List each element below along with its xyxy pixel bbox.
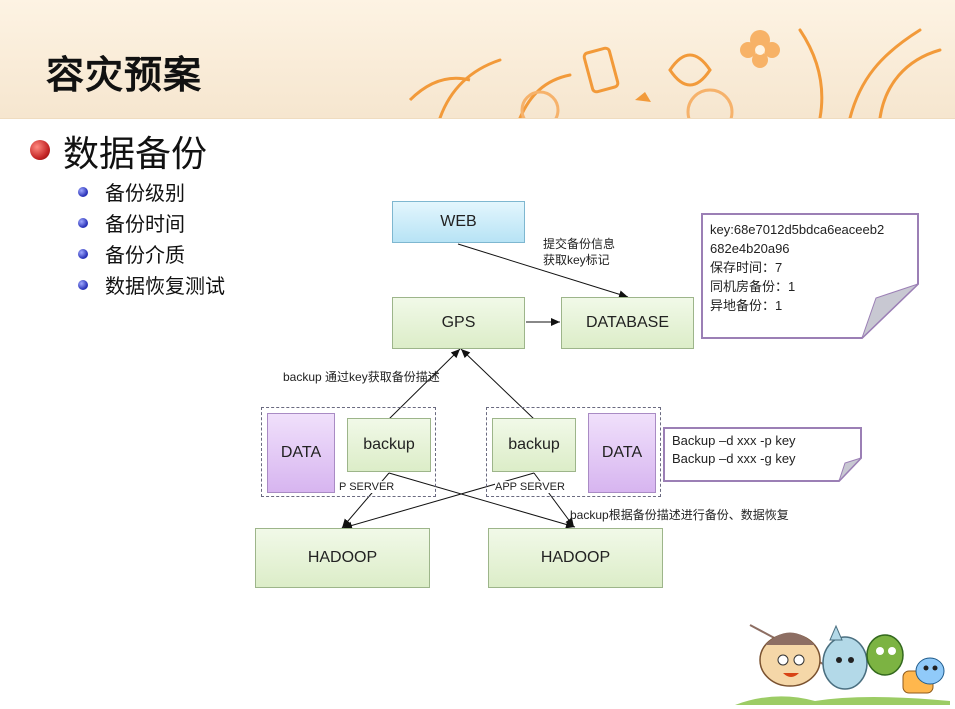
- command-note-shape: [663, 427, 862, 482]
- annotation-backup-to-hadoop: backup根据备份描述进行备份、数据恢复: [570, 508, 789, 522]
- backup-node-right: backup: [492, 418, 576, 472]
- key-info-note: key:68e7012d5bdca6eaceeb2 682e4b20a96 保存…: [710, 220, 884, 315]
- backup-node-left-label: backup: [363, 436, 415, 453]
- sub-bullet-text: 备份介质: [105, 245, 185, 267]
- app-server-group-left: [261, 407, 436, 497]
- note-line: 保存时间：7: [710, 260, 783, 275]
- arrow-backup-left-to-hadoop-right: [388, 472, 576, 529]
- main-bullet-text: 数据备份: [63, 133, 208, 174]
- web-node: WEB: [392, 201, 525, 243]
- slide-header: 容灾预案: [0, 0, 955, 119]
- annotation-line: 获取key标记: [543, 253, 610, 267]
- sub-bullet-item: 数据恢复测试: [78, 269, 225, 300]
- hadoop-node-left: HADOOP: [255, 528, 430, 588]
- main-bullet-icon: [30, 140, 50, 160]
- sub-bullet-list: 备份级别 备份时间 备份介质 数据恢复测试: [78, 176, 225, 300]
- note-line: 同机房备份：1: [710, 279, 796, 294]
- sub-bullet-text: 备份级别: [105, 183, 185, 205]
- sub-bullet-item: 备份时间: [78, 207, 225, 238]
- sub-bullet-text: 备份时间: [105, 214, 185, 236]
- data-node-left: DATA: [267, 413, 335, 493]
- annotation-web-to-db: 提交备份信息 获取key标记: [543, 236, 615, 268]
- note-line: 682e4b20a96: [710, 241, 790, 256]
- note-line: 异地备份：1: [710, 298, 783, 313]
- database-node-label: DATABASE: [586, 314, 669, 331]
- annotation-backup-to-gps: backup 通过key获取备份描述: [283, 370, 440, 384]
- cartoon-mascots-illustration: [735, 624, 950, 705]
- note-line: key:68e7012d5bdca6eaceeb2: [710, 222, 885, 237]
- hadoop-node-right-label: HADOOP: [540, 549, 611, 566]
- bullet-icon: [78, 217, 88, 228]
- bullet-icon: [78, 279, 88, 290]
- sub-bullet-text: 数据恢复测试: [105, 276, 225, 298]
- bullet-icon: [78, 248, 88, 259]
- sub-bullet-item: 备份级别: [78, 176, 225, 207]
- command-note: Backup –d xxx -p key Backup –d xxx -g ke…: [672, 432, 796, 468]
- key-info-note-shape: [701, 213, 919, 339]
- slide-title: 容灾预案: [46, 55, 203, 97]
- app-server-label-right: APP SERVER: [495, 481, 565, 493]
- app-server-label-left: P SERVER: [339, 481, 395, 493]
- backup-node-left: backup: [347, 418, 431, 472]
- annotation-line: 提交备份信息: [543, 237, 616, 251]
- app-server-group-right: [486, 407, 661, 497]
- data-node-right: DATA: [588, 413, 656, 493]
- bullet-icon: [78, 186, 88, 197]
- database-node: DATABASE: [561, 297, 694, 349]
- gps-node-label: GPS: [441, 314, 476, 331]
- data-node-right-label: DATA: [601, 444, 643, 461]
- hadoop-node-right: HADOOP: [488, 528, 663, 588]
- note-line: Backup –d xxx -g key: [672, 451, 796, 466]
- gps-node: GPS: [392, 297, 525, 349]
- data-node-left-label: DATA: [280, 444, 322, 461]
- web-node-label: WEB: [440, 213, 477, 230]
- arrow-web-to-database: [457, 243, 629, 299]
- sub-bullet-item: 备份介质: [78, 238, 225, 269]
- backup-node-right-label: backup: [508, 436, 560, 453]
- decorative-floral-illustration: [408, 28, 942, 118]
- hadoop-node-left-label: HADOOP: [307, 549, 378, 566]
- note-line: Backup –d xxx -p key: [672, 433, 796, 448]
